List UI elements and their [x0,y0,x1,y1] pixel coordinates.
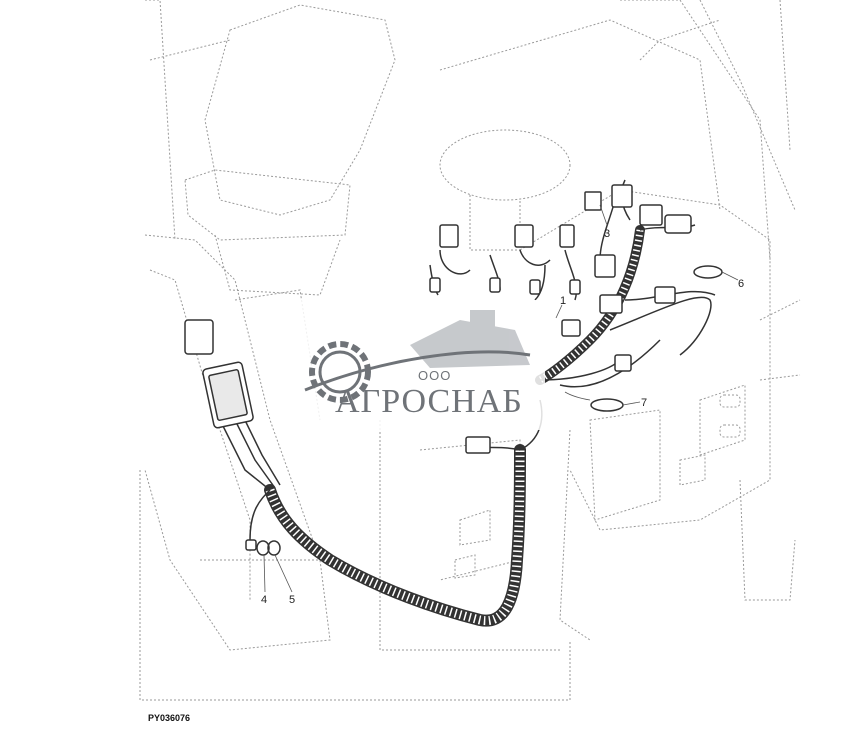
watermark-prefix: ООО [418,368,451,383]
watermark-name: АГРОСНАБ [335,383,523,420]
connectors [184,184,692,551]
cab-outline [139,0,801,701]
strap-7 [590,398,624,412]
wiring-harness [219,179,716,627]
callout-7: 7 [641,397,647,409]
strap-6 [693,265,723,279]
callouts: 1 3 4 5 6 7 [261,228,744,606]
callout-3: 3 [604,228,610,240]
callout-4: 4 [261,594,267,606]
grommet-5 [267,540,281,556]
callout-6: 6 [738,278,744,290]
grommet-4 [256,540,270,556]
callout-5: 5 [289,594,295,606]
upper-connector [184,319,214,355]
leader-lines [263,204,739,593]
callout-1: 1 [560,295,566,307]
figure-id: PY036076 [148,713,191,723]
main-conduit [264,444,526,627]
watermark: ООО АГРОСНАБ [300,300,545,430]
